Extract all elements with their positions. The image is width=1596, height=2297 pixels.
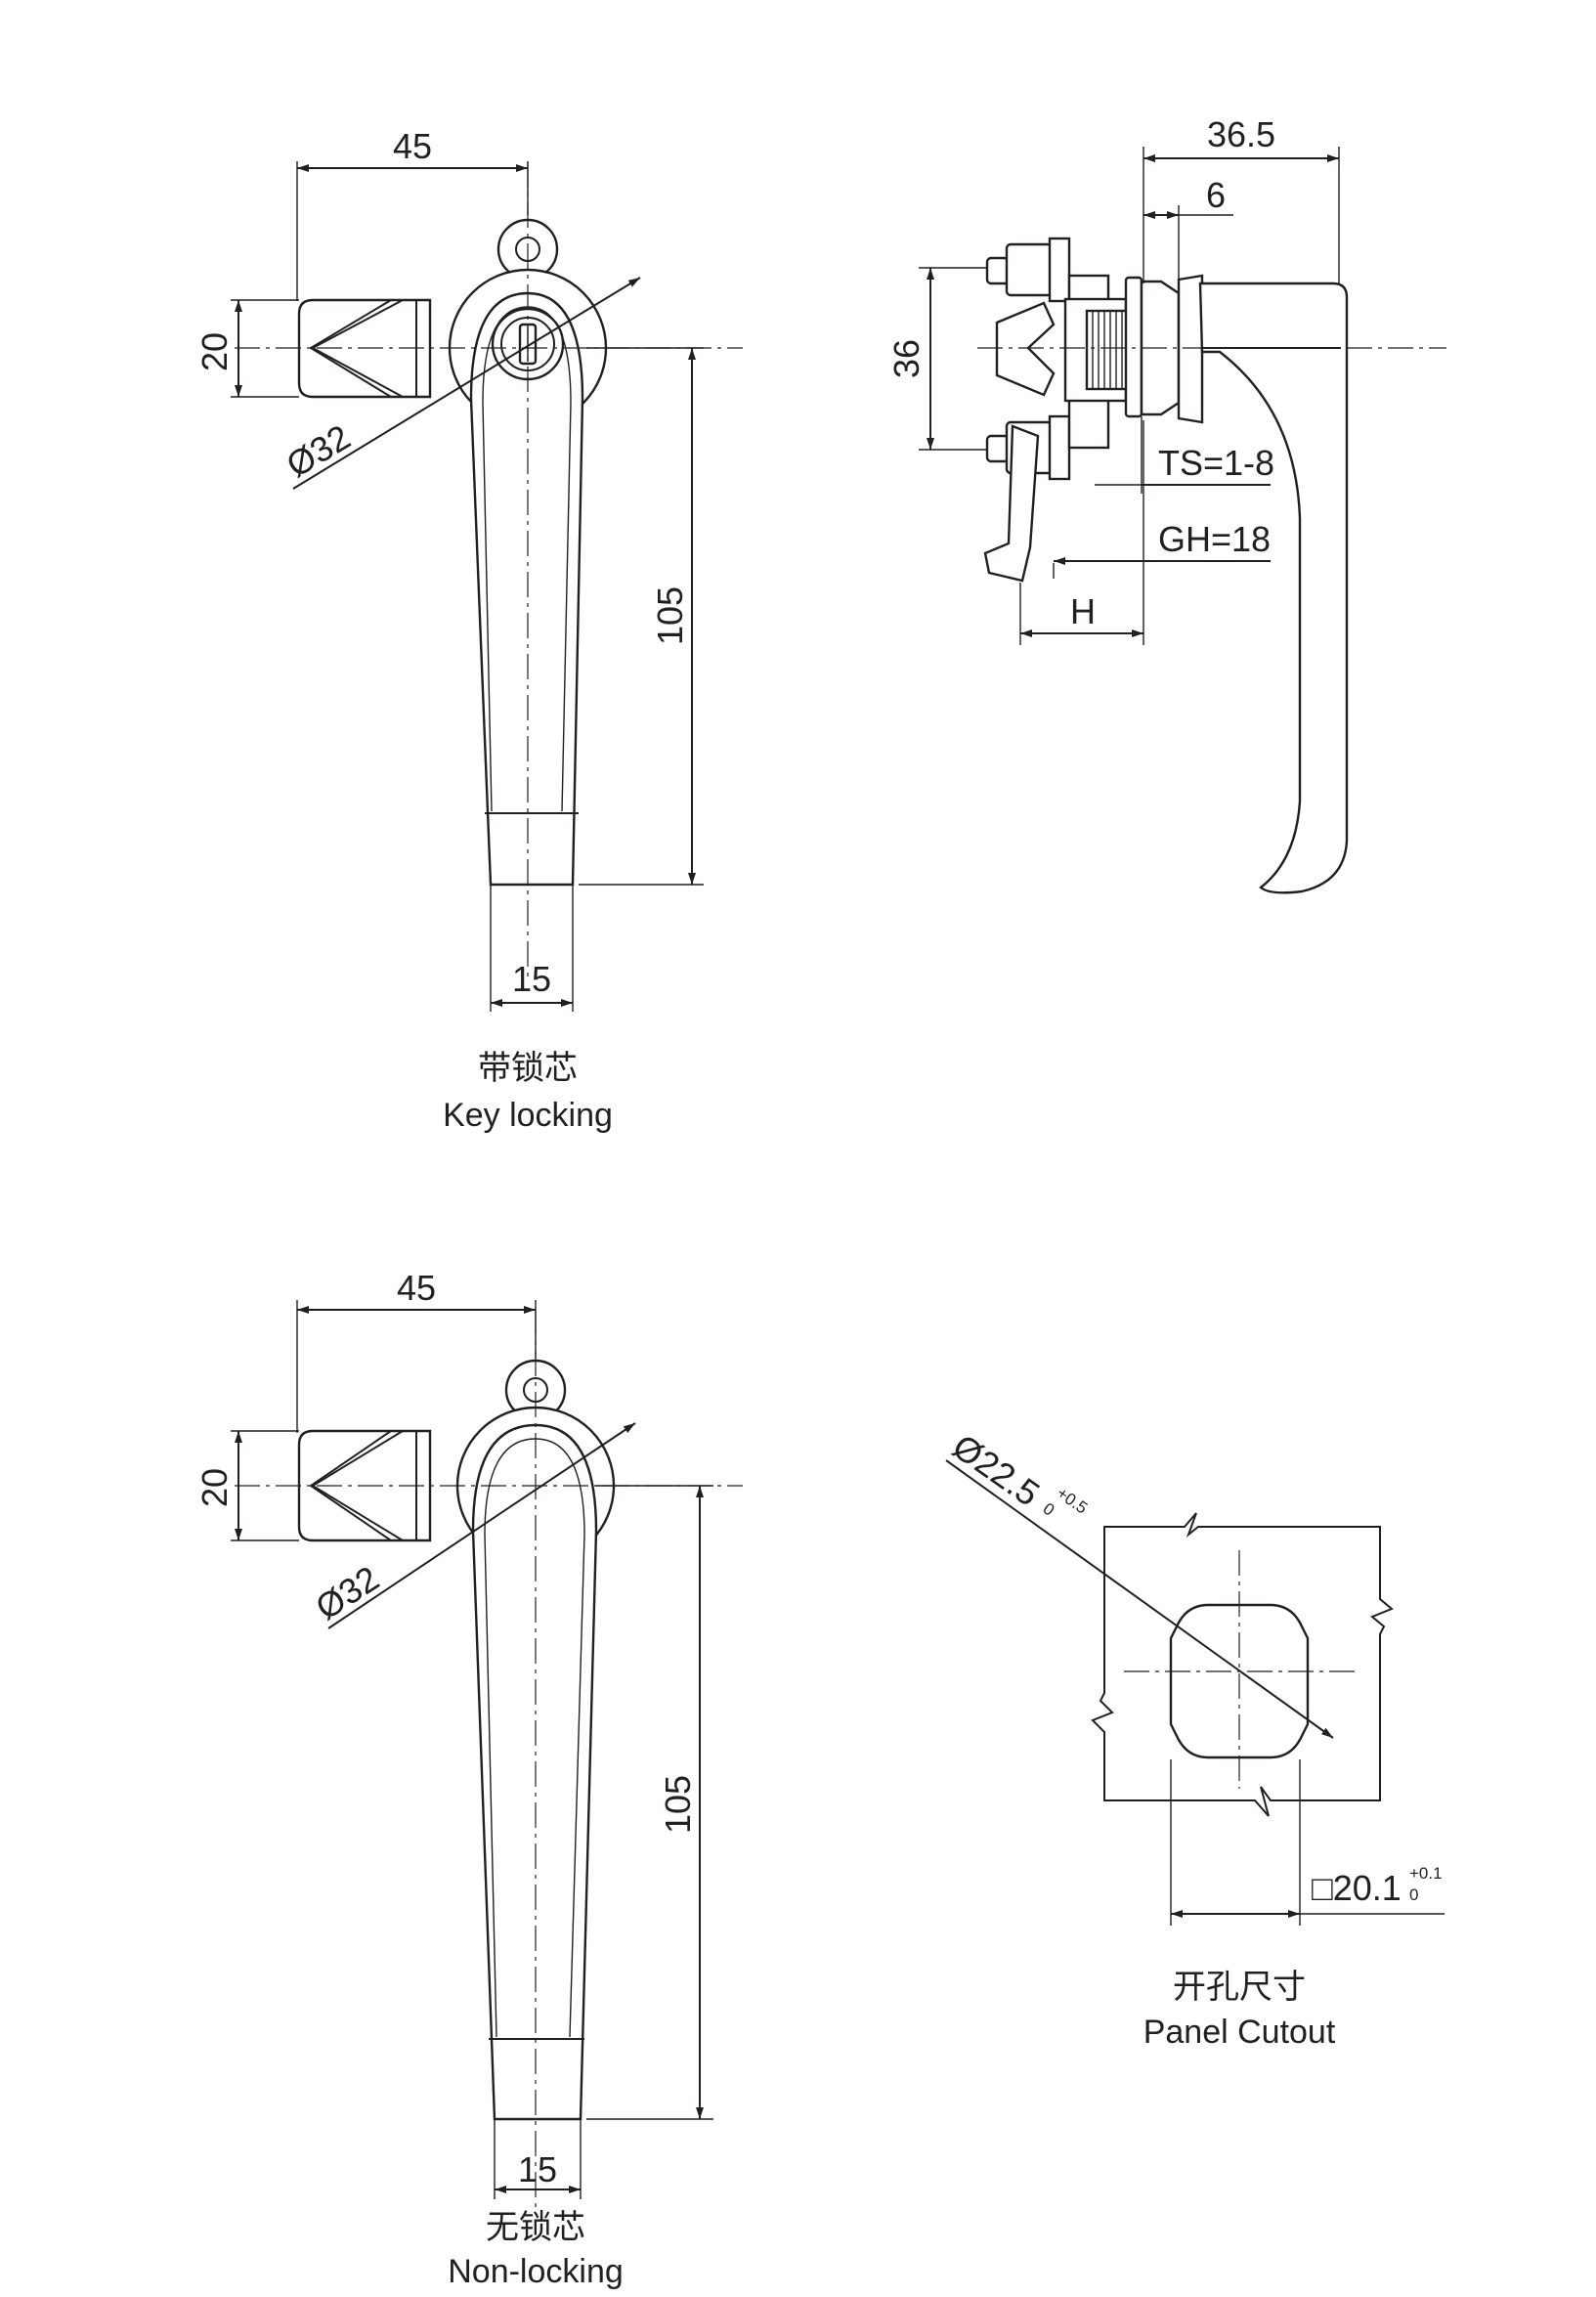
dim-height-label: 20 <box>194 1468 235 1507</box>
dim-h-label: H <box>1070 591 1096 631</box>
dim-tip-label: 15 <box>518 2149 557 2189</box>
dim-gh-label: GH=18 <box>1158 519 1271 559</box>
dim-total-label: 36.5 <box>1207 114 1275 154</box>
handle-body <box>469 291 584 887</box>
dim-square-tol-upper: +0.1 <box>1409 1864 1443 1883</box>
handle-body <box>471 1423 598 2121</box>
dim-height-label: 20 <box>194 332 235 371</box>
caption-en: Non-locking <box>448 2253 624 2290</box>
dim-length-label: 105 <box>658 1775 698 1834</box>
cam-lever <box>983 424 1040 583</box>
panel-outline <box>1091 1512 1394 1817</box>
panel-cutout-view: Ø22.5 +0.5 0 □20.1 +0.1 0 开孔尺寸 Panel Cut… <box>945 1426 1445 2051</box>
caption-en: Panel Cutout <box>1143 2014 1336 2051</box>
caption-cn: 无锁芯 <box>486 2209 585 2246</box>
dim-square-label: □20.1 <box>1312 1868 1402 1908</box>
caption-cn: 开孔尺寸 <box>1173 1969 1306 2006</box>
dim-spacing-label: 36 <box>886 339 927 378</box>
dim-length-label: 105 <box>650 586 690 645</box>
non-locking-view: 45 20 Ø32 105 15 无锁芯 Non-locking <box>194 1268 743 2290</box>
dim-tip-label: 15 <box>512 959 551 999</box>
side-view: 36.5 6 36 TS=1-8 GH=18 H <box>886 114 1446 894</box>
caption-en: Key locking <box>443 1097 613 1134</box>
dim-flange-label: 6 <box>1206 175 1226 215</box>
dim-ts-label: TS=1-8 <box>1158 443 1274 483</box>
key-locking-view: 45 20 Ø32 105 15 带锁芯 Key locking <box>194 126 743 1134</box>
dim-cutout-diameter-tol-lower: 0 <box>1040 1499 1058 1520</box>
dim-width-label: 45 <box>397 1268 436 1308</box>
dim-square-tol-lower: 0 <box>1409 1885 1418 1904</box>
handle-side <box>1198 282 1349 894</box>
caption-cn: 带锁芯 <box>478 1050 578 1087</box>
dim-width-label: 45 <box>393 126 432 166</box>
dim-cutout-diameter-tol-upper: +0.5 <box>1054 1484 1091 1518</box>
dim-diameter-label: Ø32 <box>308 1558 385 1627</box>
dim-diameter-label: Ø32 <box>280 416 357 485</box>
